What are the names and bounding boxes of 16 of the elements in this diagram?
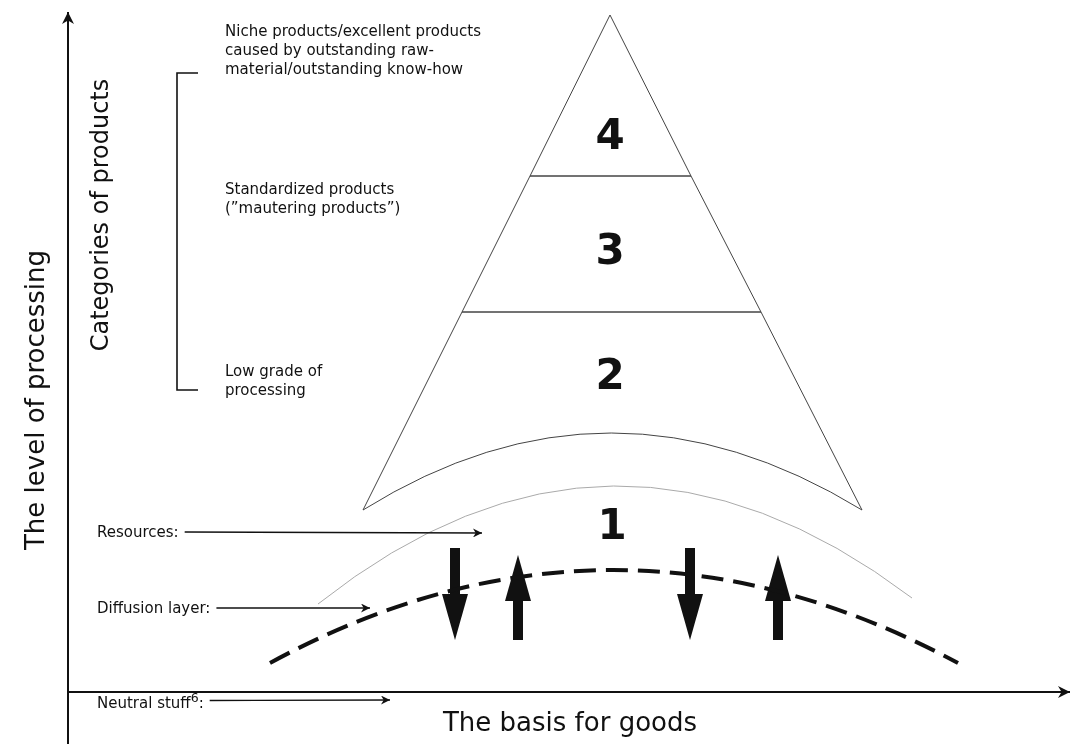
segment-number: 3 bbox=[595, 229, 625, 271]
leader-arrow bbox=[215, 603, 371, 613]
callout-text: Diffusion layer: bbox=[97, 598, 211, 618]
segment-number: 4 bbox=[595, 114, 625, 156]
callout-text: Neutral stuff$^{6}$: bbox=[97, 688, 204, 713]
category-text: Standardized products (”mautering products”) bbox=[225, 180, 402, 218]
leader-arrow bbox=[209, 695, 391, 705]
category-text: Niche products/excellent products caused by outstanding raw-material/outstanding know-how bbox=[225, 22, 482, 79]
segment-number: 1 bbox=[597, 504, 627, 546]
leader-arrow bbox=[183, 528, 483, 538]
axis-title: The basis for goods bbox=[443, 705, 697, 739]
callout-text: Resources: bbox=[97, 522, 179, 542]
axis-title: Categories of products bbox=[85, 78, 115, 352]
axis-title: The level of processing bbox=[18, 249, 51, 551]
segment-number: 2 bbox=[595, 354, 625, 396]
category-text: Low grade of processing bbox=[225, 362, 324, 400]
